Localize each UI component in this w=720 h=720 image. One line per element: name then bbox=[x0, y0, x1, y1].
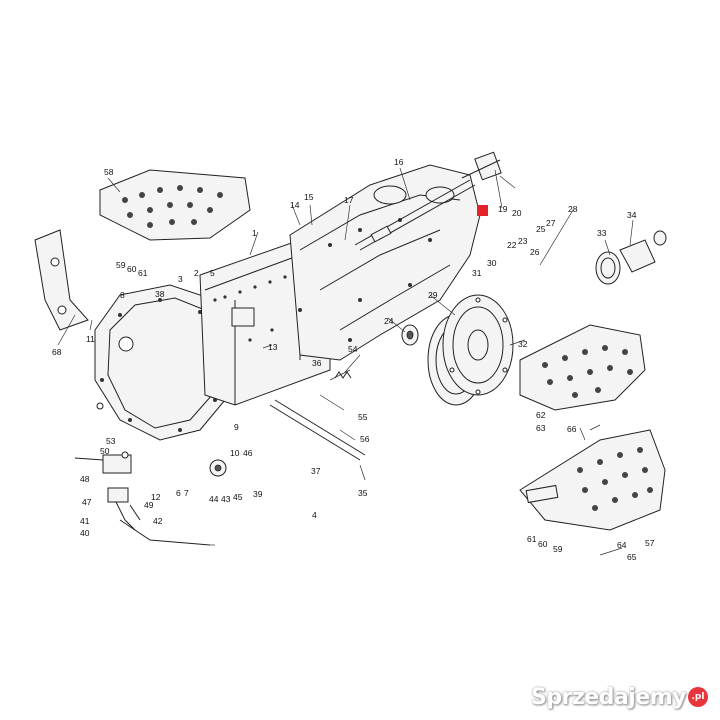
callout-30: 30 bbox=[487, 258, 497, 268]
highlight-marker bbox=[477, 205, 488, 216]
callout-15: 15 bbox=[304, 192, 314, 202]
callout-66: 66 bbox=[567, 424, 577, 434]
callout-57: 57 bbox=[645, 538, 655, 548]
callout-6: 6 bbox=[176, 488, 181, 498]
callout-58: 58 bbox=[104, 167, 114, 177]
callout-20: 20 bbox=[512, 208, 522, 218]
callout-43: 43 bbox=[221, 494, 231, 504]
callout-49: 49 bbox=[144, 500, 154, 510]
callout-61b: 61 bbox=[527, 534, 537, 544]
callout-11: 11 bbox=[86, 334, 95, 344]
callout-7: 7 bbox=[184, 488, 189, 498]
callout-29: 29 bbox=[428, 290, 438, 300]
callout-36: 36 bbox=[312, 358, 322, 368]
callout-68: 68 bbox=[52, 347, 62, 357]
callout-33: 33 bbox=[597, 228, 607, 238]
callout-61: 61 bbox=[138, 268, 148, 278]
callout-60: 60 bbox=[127, 264, 137, 274]
callout-26: 26 bbox=[530, 247, 540, 257]
floor-plate-62 bbox=[519, 324, 646, 411]
callout-59b: 59 bbox=[553, 544, 563, 554]
callout-1: 1 bbox=[252, 228, 257, 238]
callout-19: 19 bbox=[498, 204, 508, 214]
leader-lines bbox=[57, 167, 634, 556]
callout-31: 31 bbox=[472, 268, 482, 278]
callout-25: 25 bbox=[536, 224, 546, 234]
top-shaft-assembly bbox=[461, 151, 516, 189]
callout-60b: 60 bbox=[538, 539, 548, 549]
callout-8: 8 bbox=[120, 290, 125, 300]
callout-12: 12 bbox=[151, 492, 161, 502]
pedal-levers bbox=[74, 451, 136, 531]
callout-37: 37 bbox=[311, 466, 321, 476]
callout-53: 53 bbox=[106, 436, 116, 446]
callout-62: 62 bbox=[536, 410, 546, 420]
rear-housing bbox=[289, 164, 481, 361]
callout-13: 13 bbox=[268, 342, 278, 352]
callout-17: 17 bbox=[344, 195, 354, 205]
callout-32: 32 bbox=[518, 339, 528, 349]
callout-23: 23 bbox=[518, 236, 528, 246]
bushing-33 bbox=[595, 251, 621, 285]
callout-5: 5 bbox=[210, 268, 215, 278]
callout-2: 2 bbox=[194, 268, 199, 278]
callout-56: 56 bbox=[360, 434, 370, 444]
callout-22: 22 bbox=[507, 240, 517, 250]
callout-47: 47 bbox=[82, 497, 92, 507]
callout-34: 34 bbox=[627, 210, 637, 220]
callout-46: 46 bbox=[243, 448, 253, 458]
callout-14: 14 bbox=[290, 200, 300, 210]
callout-54: 54 bbox=[348, 344, 358, 354]
bushing-34 bbox=[619, 230, 667, 273]
callout-10: 10 bbox=[230, 448, 240, 458]
watermark-text: Sprzedajemy bbox=[531, 684, 687, 710]
callout-40: 40 bbox=[80, 528, 90, 538]
linkage-rods bbox=[119, 369, 366, 546]
watermark-badge: .pl bbox=[688, 687, 708, 707]
callout-27: 27 bbox=[546, 218, 556, 228]
callout-45: 45 bbox=[233, 492, 243, 502]
callout-41: 41 bbox=[80, 516, 90, 526]
callout-24: 24 bbox=[384, 316, 394, 326]
callout-44: 44 bbox=[209, 494, 219, 504]
callout-50: 50 bbox=[100, 446, 110, 456]
floor-plate-57 bbox=[519, 429, 666, 531]
callout-64: 64 bbox=[617, 540, 627, 550]
callout-39: 39 bbox=[253, 489, 263, 499]
side-bracket-68 bbox=[34, 229, 89, 331]
return-spring bbox=[334, 371, 352, 379]
callout-3: 3 bbox=[178, 274, 183, 284]
callout-labels: 58 59 60 61 3 2 38 68 11 8 13 14 15 1 17… bbox=[52, 157, 655, 562]
callout-42: 42 bbox=[153, 516, 163, 526]
callout-48: 48 bbox=[80, 474, 90, 484]
floor-plate-58 bbox=[99, 169, 251, 241]
watermark: Sprzedajemy .pl bbox=[531, 684, 708, 710]
release-bearing bbox=[401, 324, 419, 346]
callout-65: 65 bbox=[627, 552, 637, 562]
pressure-plate bbox=[442, 294, 514, 396]
callout-4: 4 bbox=[312, 510, 317, 520]
callout-28: 28 bbox=[568, 204, 578, 214]
callout-38: 38 bbox=[155, 289, 165, 299]
callout-9: 9 bbox=[234, 422, 239, 432]
callout-63: 63 bbox=[536, 423, 546, 433]
callout-35: 35 bbox=[358, 488, 368, 498]
callout-59: 59 bbox=[116, 260, 126, 270]
pedal-pivot bbox=[209, 459, 227, 477]
callout-55: 55 bbox=[358, 412, 368, 422]
callout-16: 16 bbox=[394, 157, 404, 167]
